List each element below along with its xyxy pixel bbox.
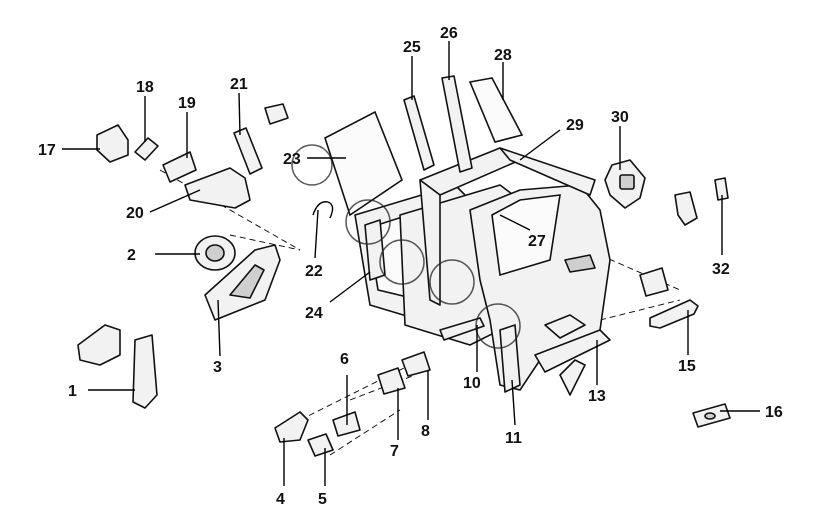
callout-17: 17	[38, 142, 56, 159]
callout-1: 1	[68, 383, 77, 400]
block-19	[162, 151, 197, 183]
handle-15	[649, 299, 699, 329]
hinge-20	[184, 167, 251, 209]
latch-32	[714, 177, 729, 201]
callout-6: 6	[340, 351, 349, 368]
watermark	[291, 144, 521, 349]
handle-bezel	[639, 267, 669, 297]
callout-22: 22	[305, 263, 323, 280]
window-channel-25	[403, 95, 435, 171]
callout-5: 5	[318, 491, 327, 508]
callout-18: 18	[136, 79, 154, 96]
callout-27: 27	[528, 233, 546, 250]
callout-19: 19	[178, 95, 196, 112]
callout-26: 26	[440, 25, 458, 42]
callout-labels: 17 18 19 20 21 23 22 24 25 26 28 29 30 2…	[38, 25, 783, 508]
callout-21: 21	[230, 76, 248, 93]
part-4	[274, 411, 309, 443]
striker-plate	[674, 191, 698, 226]
callout-28: 28	[494, 47, 512, 64]
callout-15: 15	[678, 358, 696, 375]
pillar-11	[499, 324, 521, 393]
callout-3: 3	[213, 359, 222, 376]
callout-16: 16	[765, 404, 783, 421]
callout-10: 10	[463, 375, 481, 392]
callout-2: 2	[127, 247, 136, 264]
pin-18	[134, 137, 159, 161]
callout-20: 20	[126, 205, 144, 222]
rod-10	[439, 317, 485, 341]
part-8	[401, 351, 431, 377]
lock-30	[604, 159, 646, 209]
callout-29: 29	[566, 117, 584, 134]
regulator-13	[534, 314, 611, 396]
callout-4: 4	[276, 491, 285, 508]
window-glass-23	[324, 110, 403, 217]
quarter-glass-28	[468, 77, 524, 143]
callout-30: 30	[611, 109, 629, 126]
callout-23: 23	[283, 151, 301, 168]
part-5	[307, 433, 334, 457]
door-frame-seal	[419, 147, 596, 306]
plate-16	[692, 403, 731, 428]
callout-8: 8	[421, 423, 430, 440]
ring-2	[194, 235, 236, 271]
bracket-21	[233, 103, 289, 175]
callout-32: 32	[712, 261, 730, 278]
leader-lines	[62, 41, 760, 486]
part-7	[377, 367, 406, 395]
lock-assembly-1	[77, 324, 158, 409]
callout-24: 24	[305, 305, 323, 322]
callout-7: 7	[390, 443, 399, 460]
window-channel-26	[441, 75, 473, 173]
callout-25: 25	[403, 39, 421, 56]
callout-13: 13	[588, 388, 606, 405]
cable-22	[312, 201, 334, 219]
callout-11: 11	[505, 430, 522, 447]
bracket-17	[96, 124, 129, 163]
cover-3	[204, 244, 281, 321]
